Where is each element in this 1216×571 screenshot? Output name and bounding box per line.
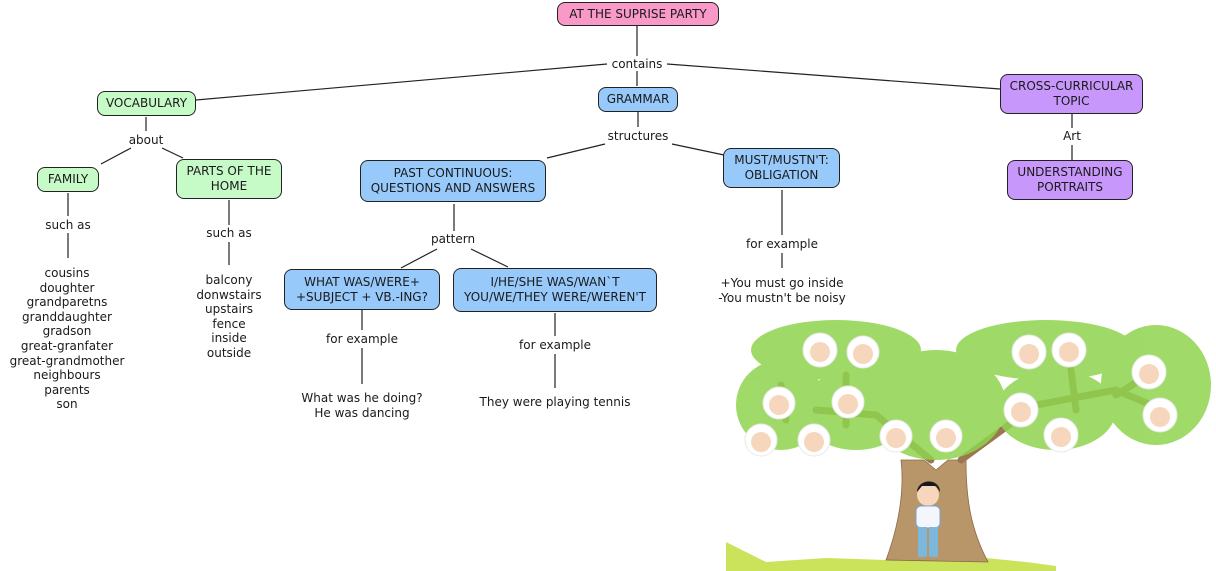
link-line — [400, 248, 438, 269]
link-line — [671, 143, 725, 156]
home-word: donwstairs — [196, 287, 262, 302]
family-word: doughter — [39, 280, 95, 295]
question-pattern-node[interactable]: WHAT WAS/WERE+ +SUBJECT + VB.-ING? — [284, 269, 440, 310]
link-label-such-as-home: such as — [203, 226, 255, 240]
grass-ground — [726, 542, 1056, 571]
link-label-contains: contains — [608, 57, 666, 71]
home-word-list: balcony donwstairs upstairs fence inside… — [196, 273, 261, 361]
home-word: fence — [212, 316, 246, 331]
portrait-faces — [751, 342, 1170, 452]
question-example: What was he doing? He was dancing — [301, 391, 423, 420]
vocabulary-node[interactable]: VOCABULARY — [97, 91, 196, 116]
home-word: balcony — [205, 273, 253, 287]
family-word: son — [56, 397, 78, 412]
home-word: outside — [206, 345, 252, 360]
grammar-node[interactable]: GRAMMAR — [598, 87, 678, 112]
root-node[interactable]: AT THE SUPRISE PARTY — [557, 2, 719, 26]
home-word: inside — [211, 331, 247, 346]
link-label-art: Art — [1060, 129, 1084, 143]
family-word-list: cousins doughter grandparetns granddaugh… — [10, 266, 125, 412]
answer-example: They were playing tennis — [479, 395, 631, 409]
family-word: parents — [44, 382, 90, 397]
link-line — [100, 147, 132, 165]
parts-of-home-node[interactable]: PARTS OF THE HOME — [176, 159, 282, 199]
family-word: great-grandmother — [9, 353, 125, 368]
link-line — [195, 63, 608, 101]
link-line — [470, 248, 509, 268]
boy-figure — [915, 481, 941, 557]
must-example: +You must go inside -You mustn't be nois… — [718, 276, 846, 305]
link-label-pattern: pattern — [427, 232, 479, 246]
link-label-about: about — [125, 133, 167, 147]
link-label-such-as-family: such as — [42, 218, 94, 232]
family-word: cousins — [44, 266, 90, 280]
link-label-for-example-must: for example — [743, 237, 821, 251]
family-word: grandparetns — [26, 295, 108, 310]
must-mustnt-node[interactable]: MUST/MUSTN'T: OBLIGATION — [723, 148, 840, 188]
answer-pattern-node[interactable]: I/HE/SHE WAS/WAN`T YOU/WE/THEY WERE/WERE… — [453, 268, 657, 312]
past-continuous-node[interactable]: PAST CONTINUOUS: QUESTIONS AND ANSWERS — [360, 160, 546, 202]
cross-curricular-node[interactable]: CROSS-CURRICULAR TOPIC — [1000, 74, 1143, 114]
family-word: gradson — [42, 324, 92, 339]
understanding-portraits-node[interactable]: UNDERSTANDING PORTRAITS — [1007, 160, 1133, 200]
link-line — [161, 147, 184, 159]
link-line — [666, 63, 1001, 90]
family-word: granddaughter — [22, 309, 112, 324]
family-node[interactable]: FAMILY — [37, 167, 99, 192]
link-label-structures: structures — [604, 129, 672, 143]
family-word: great-granfater — [20, 338, 114, 353]
link-label-for-example-question: for example — [323, 332, 401, 346]
link-line — [546, 143, 606, 159]
family-word: neighbours — [33, 368, 101, 383]
family-tree-illustration — [726, 320, 1211, 571]
home-word: upstairs — [204, 302, 254, 317]
link-label-for-example-answer: for example — [516, 338, 594, 352]
